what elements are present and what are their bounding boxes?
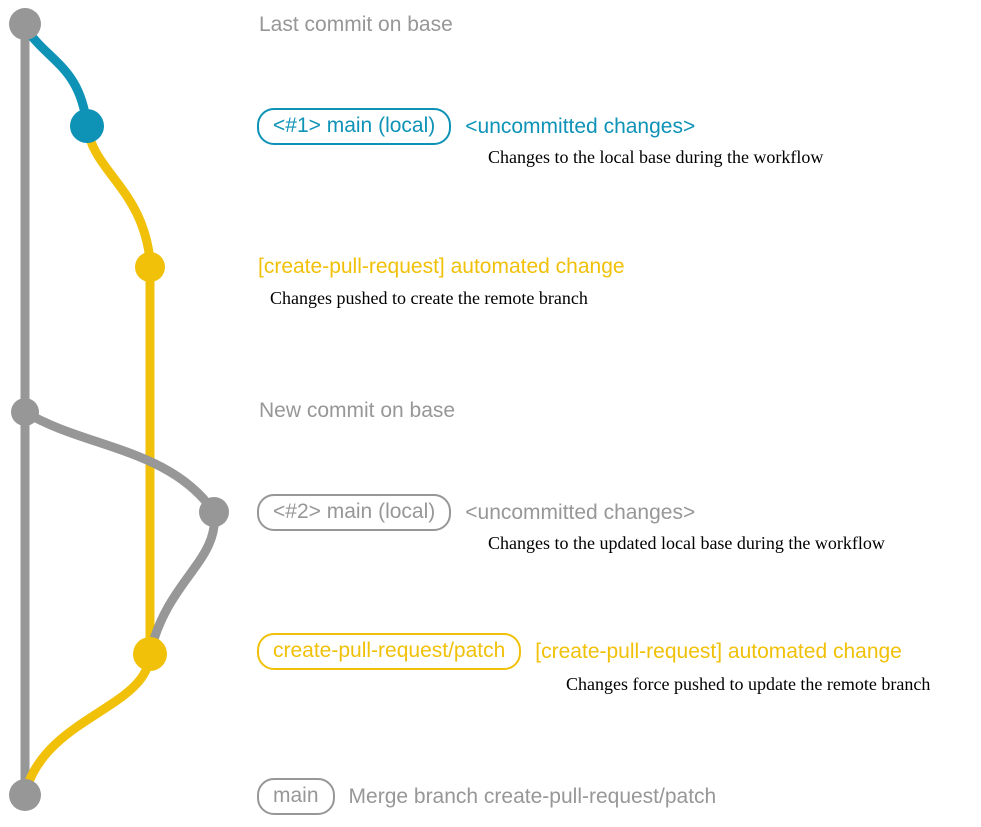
commit-label: <uncommitted changes> xyxy=(465,500,696,524)
branch-badge-main: main xyxy=(257,778,335,815)
commit-label: [create-pull-request] automated change xyxy=(258,255,625,278)
commit-row-local-1: <#1> main (local) <uncommitted changes> xyxy=(257,108,695,145)
commit-label: [create-pull-request] automated change xyxy=(535,639,902,663)
commit-row-patch-1: [create-pull-request] automated change xyxy=(258,254,625,280)
commit-note: Changes pushed to create the remote bran… xyxy=(270,288,588,308)
commit-row-new-base: New commit on base xyxy=(259,398,455,424)
branch-badge-main-local-1: <#1> main (local) xyxy=(257,108,452,145)
commit-dot-new-base xyxy=(11,398,39,426)
commit-label: Last commit on base xyxy=(259,13,453,36)
commit-label: <uncommitted changes> xyxy=(465,114,696,138)
commit-row-patch-2: create-pull-request/patch [create-pull-r… xyxy=(257,633,902,670)
commit-row-merge: main Merge branch create-pull-request/pa… xyxy=(257,778,716,815)
commit-dot-merge xyxy=(9,779,41,811)
commit-dot-patch-2 xyxy=(133,637,167,671)
commit-graph xyxy=(9,8,229,811)
commit-dot-local-2 xyxy=(199,497,229,527)
branch-path-patch xyxy=(82,121,155,659)
commit-note: Changes force pushed to update the remot… xyxy=(566,674,931,694)
branch-path-local-main-2 xyxy=(20,407,219,517)
commit-note: Changes to the local base during the wor… xyxy=(488,147,824,167)
commit-row-last-base: Last commit on base xyxy=(259,12,453,38)
commit-row-local-2: <#2> main (local) <uncommitted changes> xyxy=(257,494,695,531)
commit-note: Changes to the updated local base during… xyxy=(488,533,885,553)
branch-path-local-main-2-update xyxy=(146,507,219,655)
branch-path-patch-merge xyxy=(21,649,155,795)
commit-dot-patch-1 xyxy=(135,252,165,282)
branch-path-local-main-1 xyxy=(20,22,92,131)
branch-badge-main-local-2: <#2> main (local) xyxy=(257,494,452,531)
branch-badge-patch: create-pull-request/patch xyxy=(257,633,522,670)
commit-dot-last-base xyxy=(9,8,41,40)
commit-label: Merge branch create-pull-request/patch xyxy=(348,784,717,808)
commit-label: New commit on base xyxy=(259,399,456,422)
commit-dot-local-1 xyxy=(70,109,104,143)
